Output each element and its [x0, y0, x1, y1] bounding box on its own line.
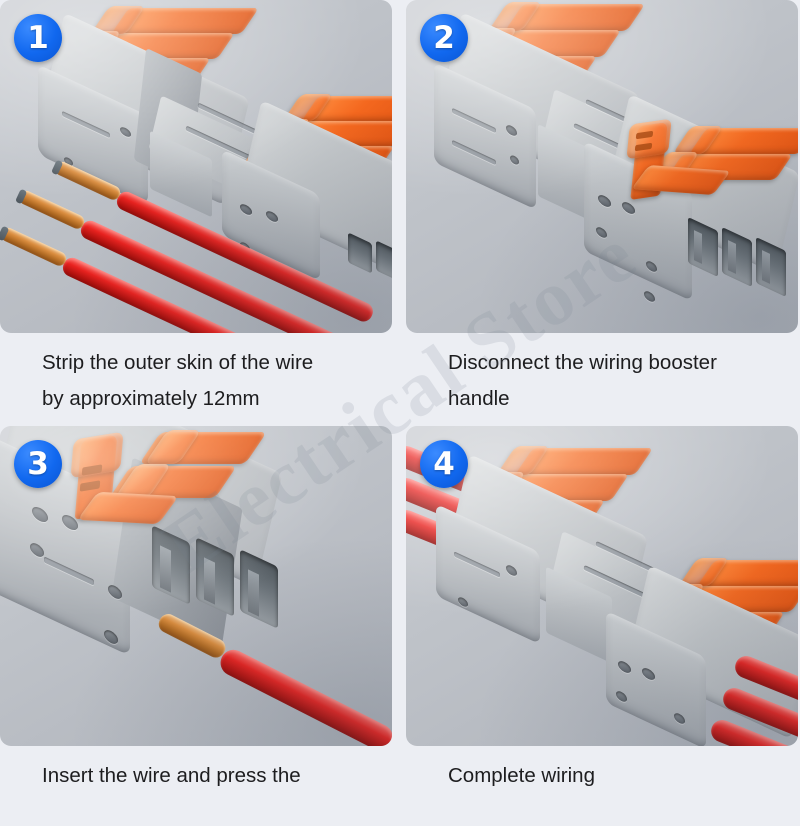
step-caption-4: Complete wiring [448, 758, 793, 794]
step-photo-3 [0, 426, 392, 746]
step-caption-3: Insert the wire and press the [42, 758, 387, 794]
instruction-sheet: Electrical Store [0, 0, 798, 787]
caption-line-2: handle [448, 387, 510, 410]
step-caption-1: Strip the outer skin of the wire by appr… [42, 345, 387, 417]
step-panel-1: 1 Strip the outer skin of the wire by ap… [0, 0, 392, 410]
port-contact [204, 557, 215, 605]
port-contact [160, 545, 171, 593]
wire-copper-end [0, 225, 69, 268]
caption-line-2: by approximately 12mm [42, 387, 260, 410]
port-contact [762, 250, 770, 284]
step-photo-4 [406, 426, 798, 746]
step-badge-3: 3 [14, 440, 62, 488]
caption-line-1: Strip the outer skin of the wire [42, 351, 314, 374]
step-number: 1 [27, 19, 49, 56]
body-hole [644, 289, 655, 304]
step-caption-2: Disconnect the wiring booster handle [448, 345, 793, 417]
caption-line-1: Complete wiring [448, 764, 595, 787]
step-badge-2: 2 [420, 14, 468, 62]
step-panel-3: 3 Insert the wire and press the [0, 426, 392, 826]
wire-red [216, 645, 392, 746]
step-number: 2 [433, 19, 455, 56]
wire-port [240, 549, 278, 629]
step-photo-2 [406, 0, 798, 333]
caption-line-1: Disconnect the wiring booster [448, 351, 717, 374]
step-number: 4 [433, 445, 455, 482]
port-contact [728, 240, 736, 274]
step-number: 3 [27, 445, 49, 482]
step-panel-2: 2 Disconnect the wiring booster handle [406, 0, 798, 410]
wire-port [376, 240, 392, 282]
step-badge-4: 4 [420, 440, 468, 488]
caption-line-1: Insert the wire and press the [42, 764, 301, 787]
port-contact [694, 230, 702, 264]
step-photo-1 [0, 0, 392, 333]
wire-copper-end [17, 188, 87, 231]
port-contact [248, 569, 259, 617]
step-panel-4: 4 Complete wiring [406, 426, 798, 826]
step-badge-1: 1 [14, 14, 62, 62]
steps-grid: 1 Strip the outer skin of the wire by ap… [0, 0, 798, 787]
